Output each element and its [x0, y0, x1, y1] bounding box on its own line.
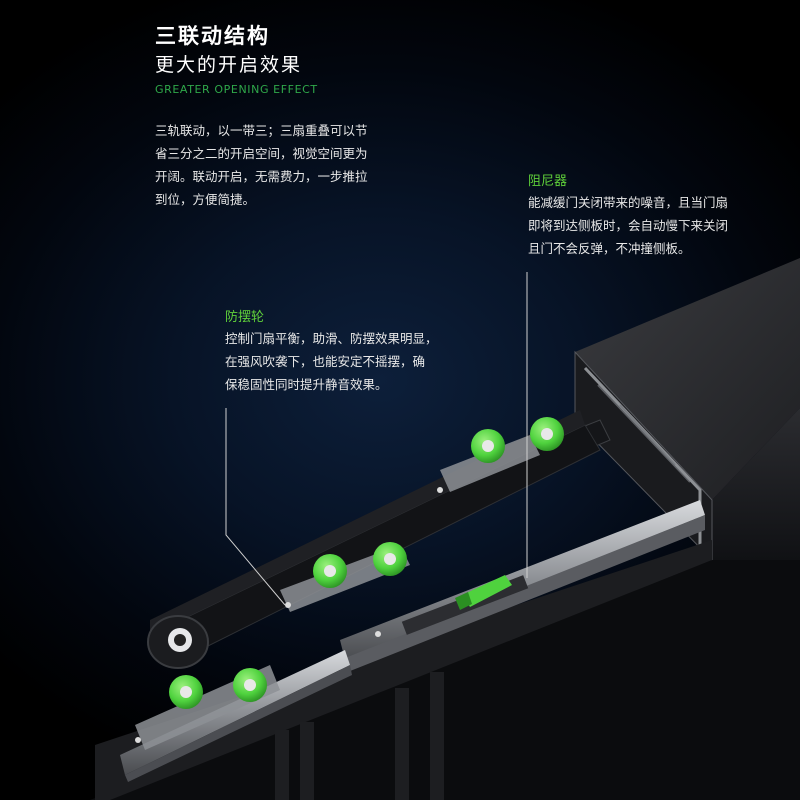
lower-carriage	[120, 650, 350, 775]
page-subtitle: 更大的开启效果	[155, 54, 303, 76]
damper-label: 阻尼器	[528, 174, 568, 189]
wheel-line: 保稳固性同时提升静音效果。	[225, 377, 388, 392]
intro-paragraph: 三轨联动，以一带三；三扇重叠可以节 省三分之二的开启空间，视觉空间更为 开阔。联…	[155, 119, 368, 211]
page-title: 三联动结构	[155, 24, 270, 48]
intro-line: 三轨联动，以一带三；三扇重叠可以节	[155, 123, 368, 138]
pulley-icon	[147, 615, 209, 669]
damper-description: 能减缓门关闭带来的噪音，且当门扇 即将到达侧板时，会自动慢下来关闭 且门不会反弹…	[528, 191, 728, 260]
intro-line: 开阔。联动开启，无需费力，一步推拉	[155, 169, 368, 184]
roller-wheel-icon	[169, 417, 564, 709]
anti-sway-wheel-description: 控制门扇平衡，助滑、防摆效果明显， 在强风吹袭下，也能安定不摇摆，确 保稳固性同…	[225, 327, 438, 396]
anti-sway-wheel-label: 防摆轮	[225, 310, 265, 325]
damper-icon	[455, 575, 512, 610]
wheel-leader-line	[225, 408, 286, 606]
wheel-line: 在强风吹袭下，也能安定不摇摆，确	[225, 354, 426, 369]
page-subtitle-en: GREATER OPENING EFFECT	[155, 83, 318, 96]
wheel-line: 控制门扇平衡，助滑、防摆效果明显，	[225, 331, 438, 346]
damper-line: 且门不会反弹，不冲撞侧板。	[528, 241, 691, 256]
intro-line: 到位，方便简捷。	[155, 192, 256, 207]
profile-top-face	[575, 258, 800, 500]
intro-line: 省三分之二的开启空间，视觉空间更为	[155, 146, 368, 161]
damper-line: 能减缓门关闭带来的噪音，且当门扇	[528, 195, 729, 210]
profile-side-face	[712, 408, 800, 560]
damper-line: 即将到达侧板时，会自动慢下来关闭	[528, 218, 729, 233]
